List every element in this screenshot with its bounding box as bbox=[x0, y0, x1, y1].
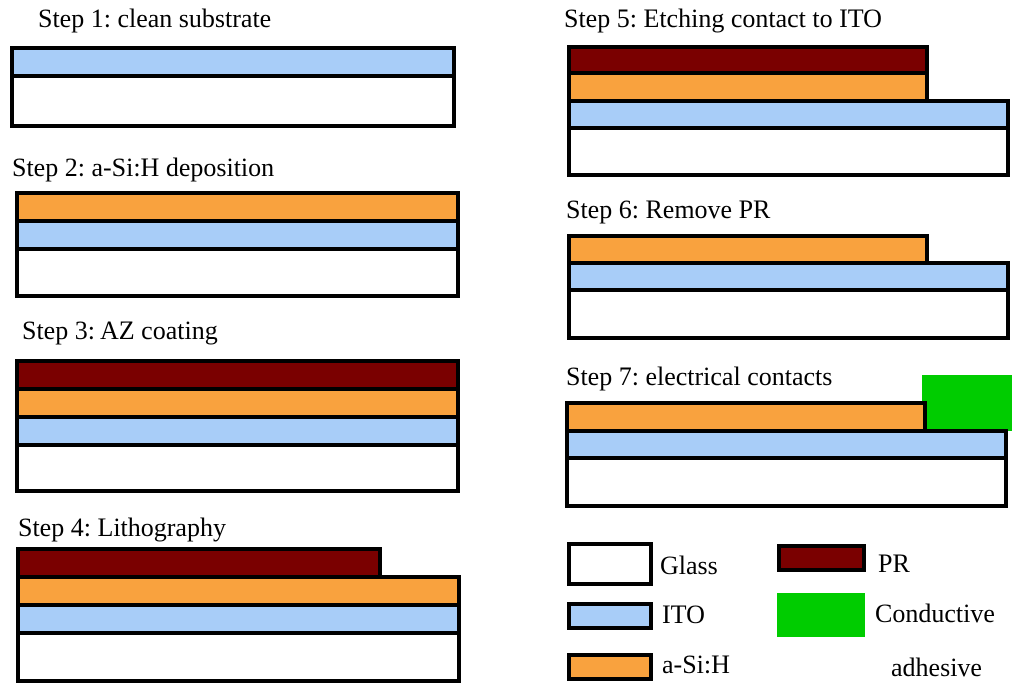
legend-label-ito: ITO bbox=[662, 600, 705, 629]
legend-swatch-adhesive bbox=[777, 593, 865, 637]
step-7-asi bbox=[565, 401, 927, 433]
step-4-label: Step 4: Lithography bbox=[18, 513, 226, 542]
step-7-stack bbox=[565, 375, 1012, 508]
step-3-glass bbox=[15, 443, 460, 493]
step-3-asi bbox=[15, 387, 460, 419]
step-4-glass bbox=[16, 631, 461, 683]
step-2-glass bbox=[15, 247, 460, 298]
step-7-glass bbox=[565, 456, 1008, 508]
step-3-pr bbox=[15, 359, 460, 391]
step-3-ito bbox=[15, 415, 460, 447]
step-5-glass bbox=[567, 126, 1010, 177]
step-2-label: Step 2: a-Si:H deposition bbox=[12, 153, 274, 182]
step-1-ito bbox=[10, 46, 456, 78]
step-3-stack bbox=[15, 359, 460, 493]
legend-label-adhesive-line2: adhesive bbox=[891, 653, 982, 682]
step-3-label: Step 3: AZ coating bbox=[22, 316, 218, 345]
step-7-label: Step 7: electrical contacts bbox=[566, 362, 832, 391]
legend-swatch-ito bbox=[567, 602, 653, 630]
legend-label-asi: a-Si:H bbox=[662, 650, 730, 679]
step-7-adhesive bbox=[922, 375, 1012, 431]
step-5-asi bbox=[567, 71, 929, 103]
step-4-pr bbox=[16, 547, 382, 579]
step-6-label: Step 6: Remove PR bbox=[566, 195, 771, 224]
legend-label-glass: Glass bbox=[660, 551, 718, 580]
step-1-label: Step 1: clean substrate bbox=[38, 4, 271, 33]
legend-swatch-pr bbox=[777, 544, 866, 572]
step-6-glass bbox=[567, 288, 1010, 340]
step-6-stack bbox=[567, 234, 1010, 340]
legend-label-pr: PR bbox=[878, 549, 910, 578]
step-1-stack bbox=[10, 46, 456, 128]
step-5-ito bbox=[567, 99, 1010, 130]
legend-label-adhesive-line1: Conductive bbox=[875, 599, 995, 628]
legend-swatch-asi bbox=[567, 653, 653, 681]
step-4-stack bbox=[16, 547, 461, 683]
step-5-pr bbox=[567, 45, 929, 75]
step-6-ito bbox=[567, 261, 1010, 292]
legend bbox=[567, 542, 866, 681]
step-2-stack bbox=[15, 191, 460, 298]
step-7-ito bbox=[565, 429, 1008, 460]
step-4-asi bbox=[16, 575, 461, 607]
legend-swatch-glass bbox=[567, 542, 653, 586]
step-5-label: Step 5: Etching contact to ITO bbox=[564, 4, 882, 33]
step-4-ito bbox=[16, 603, 461, 635]
step-6-asi bbox=[567, 234, 929, 265]
step-1-glass bbox=[10, 74, 456, 128]
step-2-asi bbox=[15, 191, 460, 223]
step-2-ito bbox=[15, 219, 460, 251]
step-5-stack bbox=[567, 45, 1010, 177]
